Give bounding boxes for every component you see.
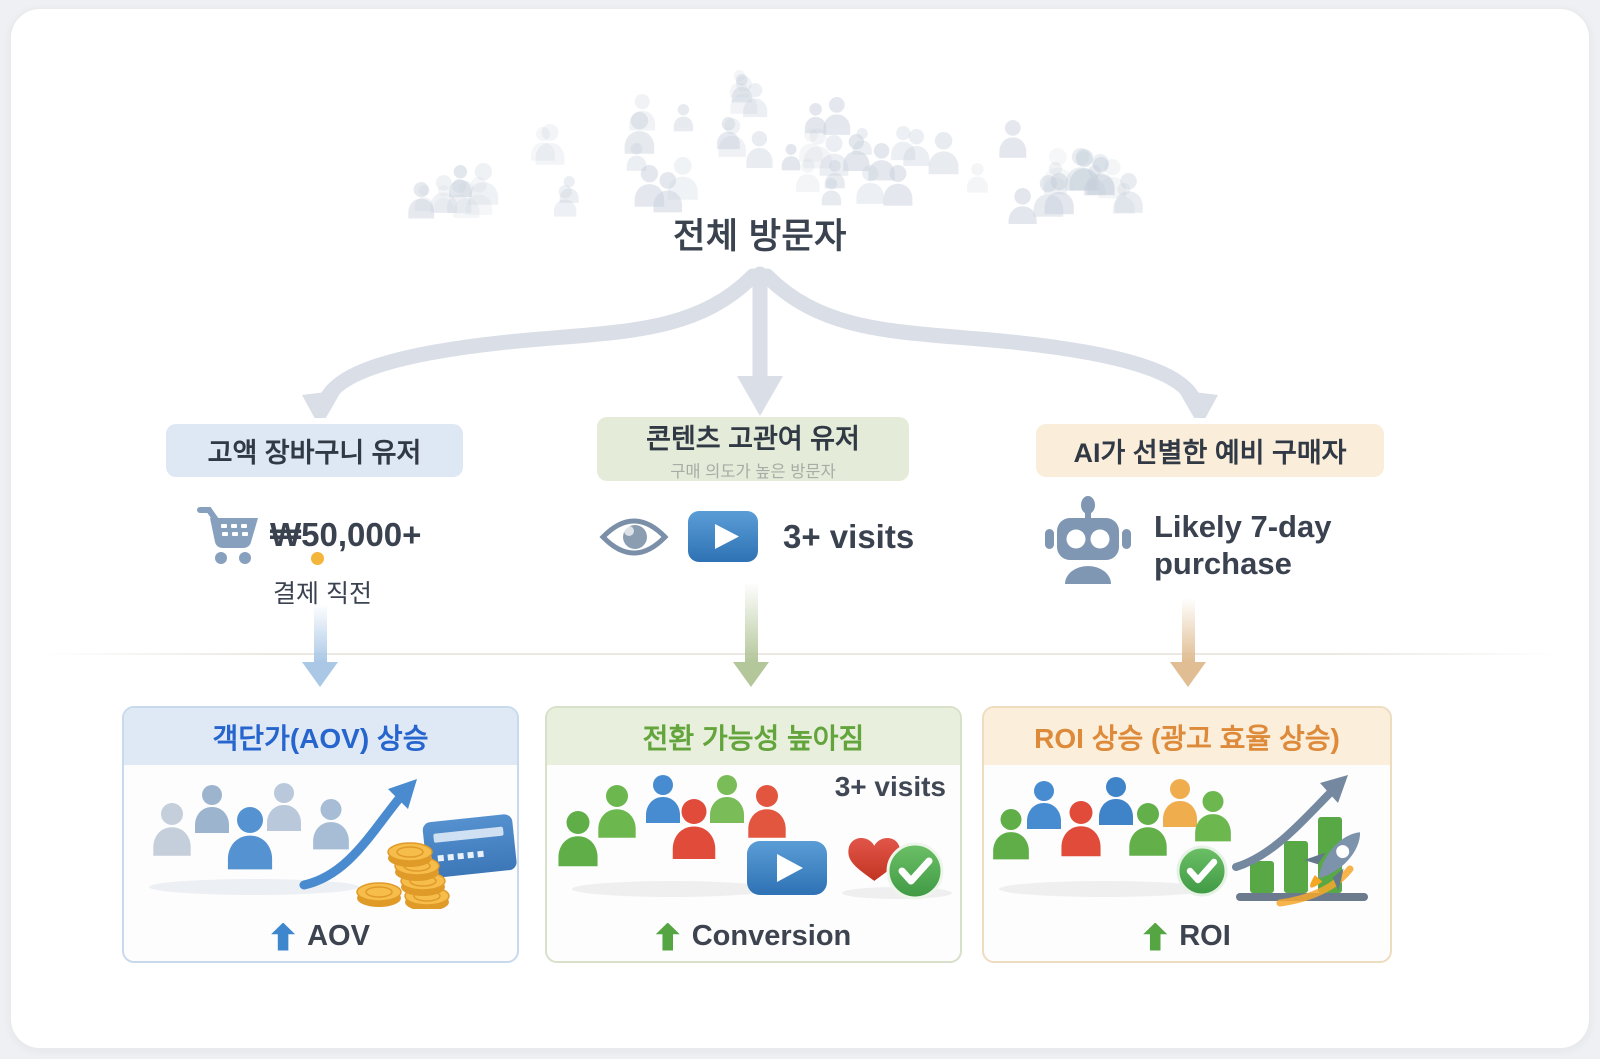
crowd-icon <box>395 46 1205 228</box>
flow-arrow-blue-icon <box>302 604 338 687</box>
robot-icon <box>1045 496 1131 584</box>
conversion-illustration-icon <box>558 775 952 900</box>
up-arrow-icon <box>271 922 296 951</box>
check-circle-icon <box>1176 845 1228 897</box>
card-title-aov: 객단가(AOV) 상승 <box>124 708 517 765</box>
metric-aov: AOV <box>124 920 517 953</box>
growth-arrow-icon <box>1232 775 1348 871</box>
outcome-card-roi: ROI 상승 (광고 효율 상승) <box>982 706 1392 963</box>
divider-line <box>40 653 1560 655</box>
cart-value: ₩50,000+ <box>270 516 422 553</box>
flow-arrow-green-icon <box>733 582 769 687</box>
cart-caption: 결제 직전 <box>273 580 372 608</box>
rocket-icon <box>1304 832 1361 891</box>
check-circle-icon <box>886 842 944 900</box>
segment-label-high-cart: 고액 장바구니 유저 <box>166 424 463 477</box>
likely-purchase-value: Likely 7-day purchase <box>1154 509 1332 581</box>
credit-card-icon <box>422 814 517 878</box>
metric-label: ROI <box>1179 920 1231 952</box>
segment-label-text: 콘텐츠 고관여 유저 <box>646 423 860 454</box>
segment-label-text: 고액 장바구니 유저 <box>207 438 422 468</box>
segment-label-ai-selected: AI가 선별한 예비 구매자 <box>1036 424 1384 477</box>
flow-arrow-orange-icon <box>1170 598 1206 687</box>
segment-label-high-engagement: 콘텐츠 고관여 유저 구매 의도가 높은 방문자 <box>597 417 909 481</box>
growth-arrow-icon <box>299 779 417 890</box>
outcome-card-aov: 객단가(AOV) 상승 <box>122 706 519 963</box>
visits-value: 3+ visits <box>783 518 915 555</box>
up-arrow-icon <box>655 922 680 951</box>
yellow-dot-icon <box>311 552 324 565</box>
page-title: 전체 방문자 <box>673 217 847 256</box>
flame-trail-icon <box>1276 865 1354 907</box>
metric-label: AOV <box>307 920 370 952</box>
segment-label-text: AI가 선별한 예비 구매자 <box>1073 438 1347 468</box>
metric-conversion: Conversion <box>547 920 960 953</box>
outcome-card-conversion: 전환 가능성 높아짐 3+ visits <box>545 706 962 963</box>
play-button-icon <box>688 511 758 562</box>
card-title-roi: ROI 상승 (광고 효율 상승) <box>984 708 1390 765</box>
segment-sublabel-text: 구매 의도가 높은 방문자 <box>670 462 836 481</box>
card-title-conversion: 전환 가능성 높아짐 <box>547 708 960 765</box>
metric-roi: ROI <box>984 920 1390 953</box>
metric-label: Conversion <box>691 920 852 952</box>
up-arrow-icon <box>1143 922 1168 951</box>
eye-icon <box>599 518 669 556</box>
aov-illustration-icon <box>149 779 517 909</box>
conversion-annotation: 3+ visits <box>834 771 946 802</box>
roi-illustration-icon <box>993 775 1368 907</box>
shopping-cart-icon <box>197 507 258 564</box>
branch-arrows-icon <box>302 266 1218 418</box>
play-button-icon <box>747 841 827 895</box>
